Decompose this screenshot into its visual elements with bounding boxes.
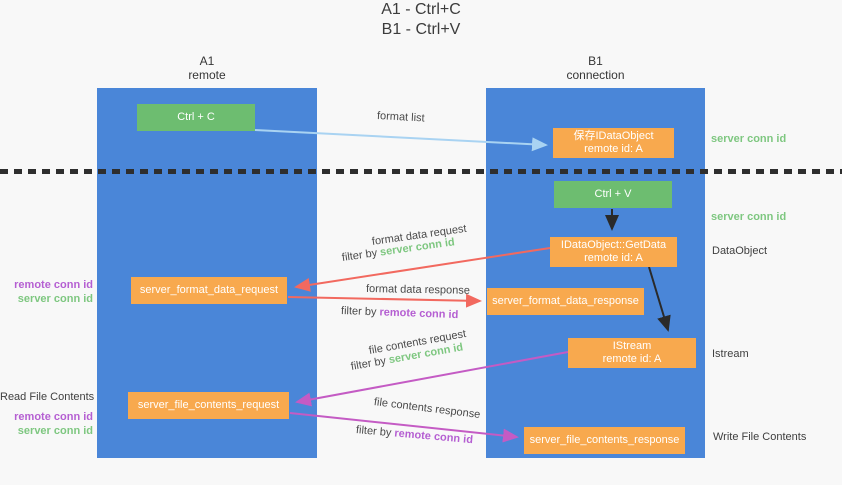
node-server-format-data-request: server_format_data_request bbox=[131, 277, 287, 304]
node-idataobject-getdata-line1: IDataObject::GetData bbox=[560, 239, 667, 251]
format-data-response-label: format data response bbox=[365, 283, 471, 297]
node-save-idataobject-line2: remote id: A bbox=[584, 143, 643, 155]
node-ctrl-v-label: Ctrl + V bbox=[594, 188, 632, 200]
node-server-file-contents-response-label: server_file_contents_response bbox=[529, 434, 680, 446]
left-format-server-conn-id-label: server conn id bbox=[17, 293, 93, 305]
title-line-ctrl-c: A1 - Ctrl+C bbox=[381, 1, 461, 18]
right-write-file-contents-label: Write File Contents bbox=[713, 431, 807, 443]
format-data-response-filter-label: filter by remote conn id bbox=[341, 305, 459, 321]
node-idataobject-getdata-line2: remote id: A bbox=[584, 252, 643, 264]
filter-by-text: filter by bbox=[341, 246, 381, 264]
node-server-format-data-response: server_format_data_response bbox=[487, 288, 644, 315]
node-server-format-data-response-label: server_format_data_response bbox=[492, 295, 639, 307]
left-file-server-conn-id-label: server conn id bbox=[17, 425, 93, 437]
left-read-file-contents-label: Read File Contents bbox=[0, 391, 95, 403]
remote-conn-id-text: remote conn id bbox=[379, 306, 459, 322]
node-server-file-contents-request-label: server_file_contents_request bbox=[137, 399, 280, 411]
node-istream: IStream remote id: A bbox=[568, 338, 696, 368]
node-server-format-data-request-label: server_format_data_request bbox=[139, 284, 279, 296]
filter-by-text: filter by bbox=[340, 305, 380, 319]
right-dataobject-label: DataObject bbox=[712, 245, 768, 257]
format-list-label: format list bbox=[376, 110, 425, 125]
lane-b1-id: B1 bbox=[588, 54, 603, 68]
lane-header-a1: A1 remote bbox=[97, 54, 317, 82]
lane-header-b1: B1 connection bbox=[486, 54, 705, 82]
node-server-file-contents-response: server_file_contents_response bbox=[524, 427, 685, 454]
right-server-conn-id-top-label: server conn id bbox=[711, 133, 787, 145]
right-istream-label: Istream bbox=[712, 348, 749, 360]
node-server-file-contents-request: server_file_contents_request bbox=[128, 392, 289, 419]
diagram-title: A1 - Ctrl+C B1 - Ctrl+V bbox=[0, 0, 842, 40]
node-istream-line1: IStream bbox=[612, 340, 652, 352]
node-idataobject-getdata: IDataObject::GetData remote id: A bbox=[550, 237, 677, 267]
left-file-remote-conn-id-label: remote conn id bbox=[14, 411, 93, 423]
node-ctrl-c: Ctrl + C bbox=[137, 104, 255, 131]
file-contents-response-filter-label: filter by remote conn id bbox=[355, 424, 473, 446]
session-divider-dotted-line bbox=[0, 169, 842, 174]
left-format-remote-conn-id-label: remote conn id bbox=[14, 279, 93, 291]
lane-b1-role: connection bbox=[566, 68, 625, 82]
node-save-idataobject-line1: 保存IDataObject bbox=[573, 130, 654, 142]
filter-by-text: filter by bbox=[355, 424, 395, 440]
lane-a1-id: A1 bbox=[199, 54, 215, 68]
file-contents-response-label: file contents response bbox=[373, 396, 481, 421]
right-server-conn-id-mid-label: server conn id bbox=[711, 211, 787, 223]
filter-by-text: filter by bbox=[349, 354, 390, 373]
lane-a1-role: remote bbox=[188, 68, 226, 82]
node-ctrl-v: Ctrl + V bbox=[554, 181, 672, 208]
remote-conn-id-text: remote conn id bbox=[393, 427, 474, 447]
node-istream-line2: remote id: A bbox=[602, 353, 662, 365]
title-line-ctrl-v: B1 - Ctrl+V bbox=[381, 21, 461, 38]
node-ctrl-c-label: Ctrl + C bbox=[177, 111, 215, 123]
node-save-idataobject: 保存IDataObject remote id: A bbox=[553, 128, 674, 158]
